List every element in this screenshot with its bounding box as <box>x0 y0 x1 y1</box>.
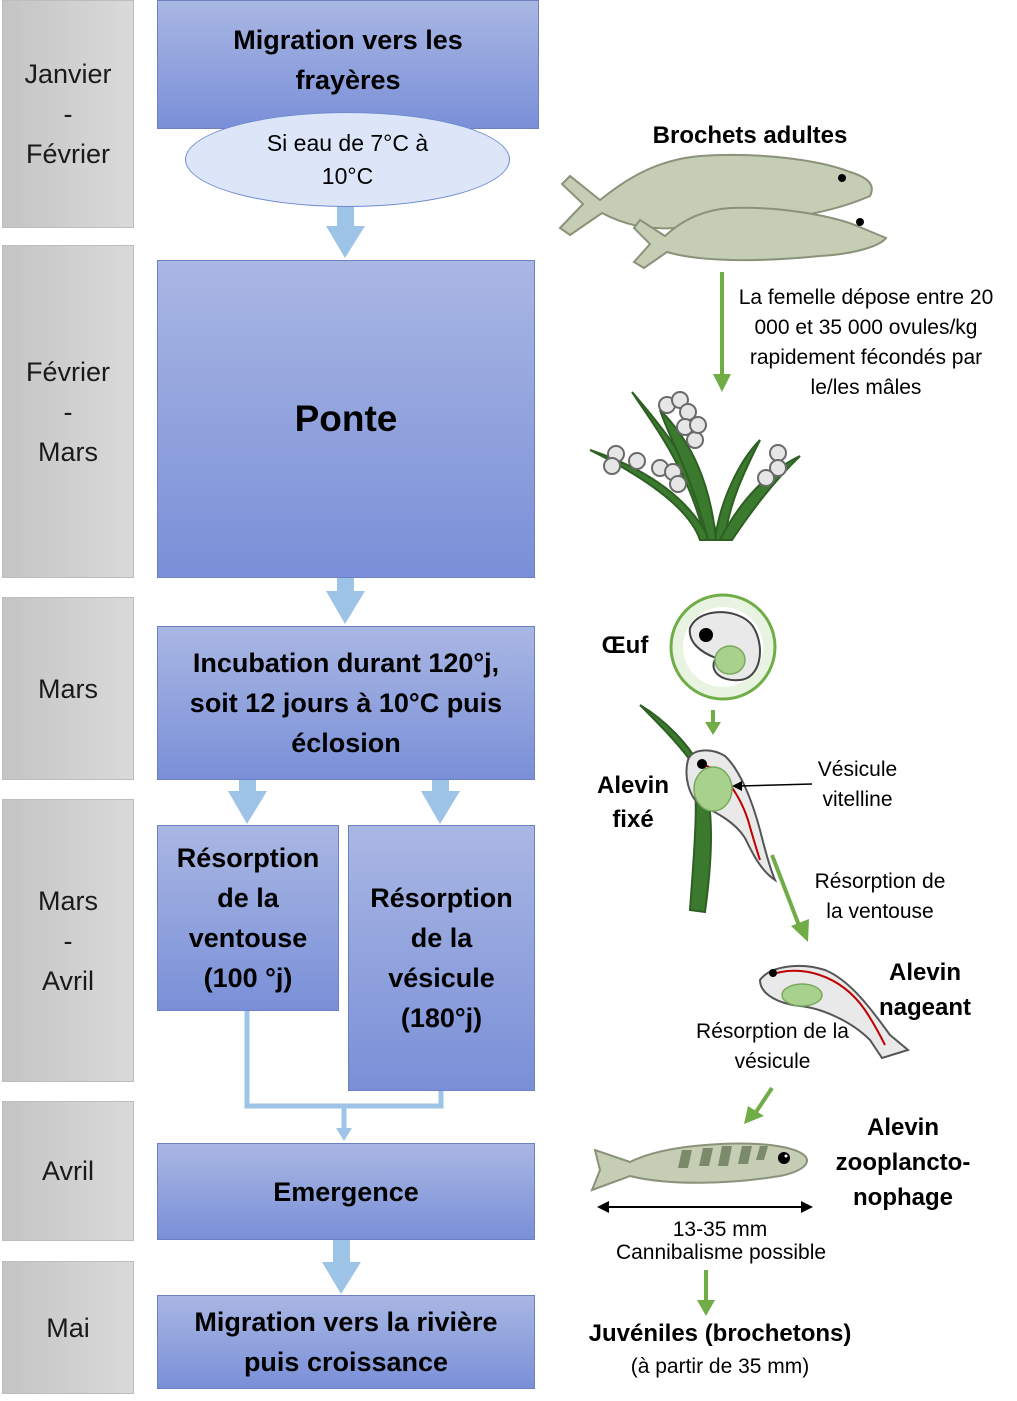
swimming-fry-illustration <box>758 964 911 1060</box>
juveniles-size-note: (à partir de 35 mm) <box>630 1355 810 1378</box>
sucker-resorption-label: Résorption de la ventouse <box>814 870 946 923</box>
month-jan-feb: Janvier-Février <box>2 0 134 228</box>
size-range-arrow <box>597 1201 813 1213</box>
yolk-sac-label: Vésicule vitelline <box>817 758 898 811</box>
size-range-label: 13-35 mm <box>672 1218 768 1241</box>
month-mar: Mars <box>2 597 134 780</box>
adult-pike-title: Brochets adultes <box>652 122 848 149</box>
step-sucker-resorption: Résorption de la ventouse (100 °j) <box>157 825 339 1011</box>
zooplanktophagous-fry-illustration <box>590 1142 808 1192</box>
step-incubation: Incubation durant 120°j, soit 12 jours à… <box>157 626 535 780</box>
adult-pike-eyes <box>838 174 864 226</box>
step-emergence: Emergence <box>157 1143 535 1240</box>
adult-pike-illustration <box>558 153 888 270</box>
step-migration: Migration vers les frayères <box>157 0 539 129</box>
zooplanktophagous-fry-label: Alevin zooplancto-nophage <box>835 1114 971 1211</box>
yolk-resorption-label: Résorption de la vésicule <box>696 1020 849 1073</box>
yolk-pointer <box>732 781 813 791</box>
fixed-fry-label: Alevin fixé <box>596 772 670 833</box>
month-may: Mai <box>2 1261 134 1394</box>
step-ponte: Ponte <box>157 260 535 578</box>
month-mar-apr: Mars-Avril <box>2 799 134 1082</box>
swimming-fry-label: Alevin nageant <box>878 959 971 1021</box>
green-arrows <box>697 272 809 1316</box>
cannibalism-note: Cannibalisme possible <box>615 1241 827 1264</box>
egg-label: Œuf <box>601 632 649 659</box>
egg-illustration <box>669 593 777 701</box>
juveniles-label: Juvéniles (brochetons) <box>588 1320 852 1347</box>
plant-eggs <box>603 391 787 493</box>
step-river-migration: Migration vers la rivière puis croissanc… <box>157 1295 535 1389</box>
month-apr: Avril <box>2 1101 134 1241</box>
temperature-condition: Si eau de 7°C à 10°C <box>185 112 510 207</box>
fixed-fry-illustration <box>639 704 778 914</box>
step-yolk-resorption: Résorption de la vésicule (180°j) <box>348 825 535 1091</box>
spawning-description: La femelle dépose entre 20 000 et 35 000… <box>738 286 994 399</box>
month-feb-mar: Février-Mars <box>2 245 134 578</box>
